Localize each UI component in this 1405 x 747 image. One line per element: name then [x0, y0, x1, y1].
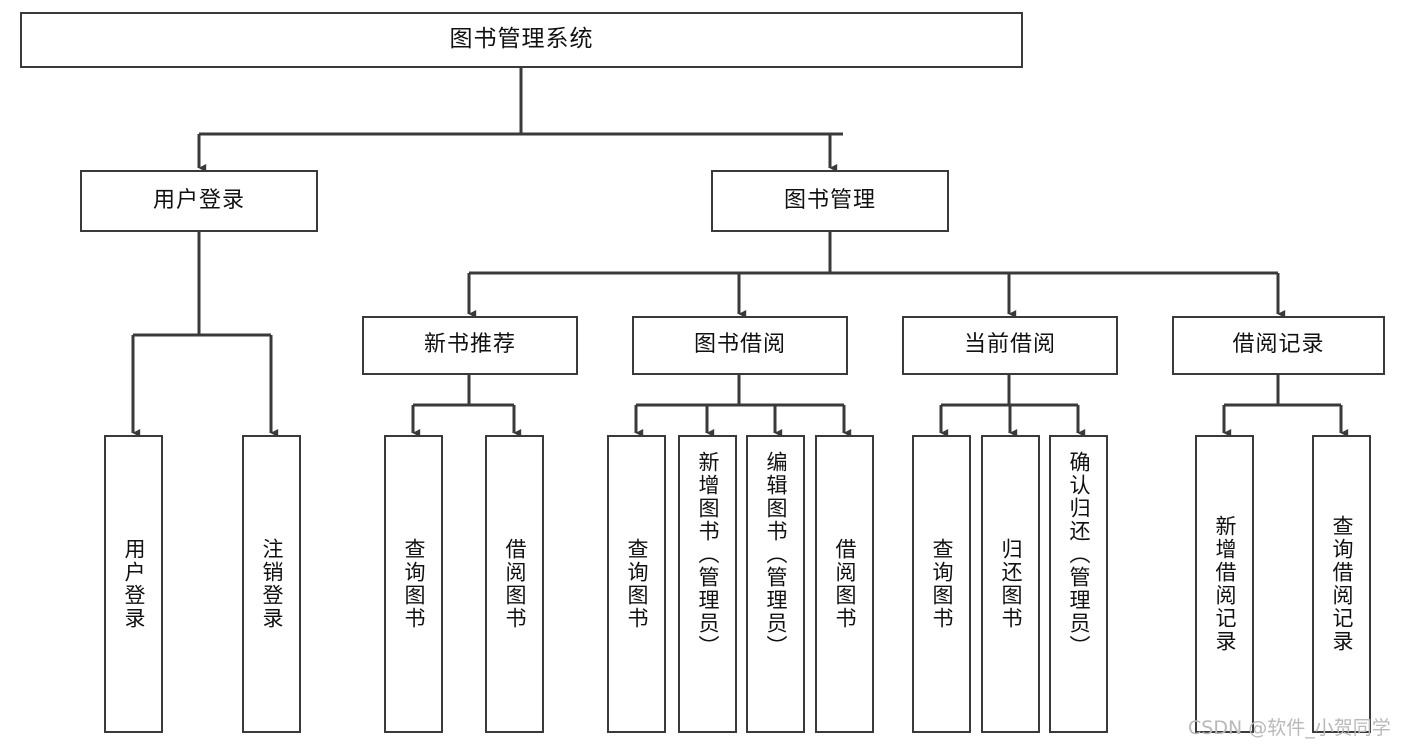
- node-new-book-recommend[interactable]: 新书推荐: [362, 316, 578, 375]
- node-leaf-borrow-book-1[interactable]: 借阅图书: [485, 435, 544, 733]
- node-leaf-user-logout[interactable]: 注销登录: [242, 435, 301, 733]
- node-leaf-query-book-3[interactable]: 查询图书: [912, 435, 971, 733]
- node-label: 查询图书: [930, 538, 954, 630]
- csdn-watermark: CSDN @软件_小贺同学: [1188, 717, 1391, 739]
- node-leaf-return-book[interactable]: 归还图书: [981, 435, 1040, 733]
- node-label: 确认归还（管理员）: [1067, 451, 1091, 658]
- node-label: 图书管理系统: [449, 26, 594, 53]
- node-label: 查询借阅记录: [1330, 515, 1354, 653]
- node-label: 图书借阅: [693, 332, 786, 358]
- node-label: 编辑图书（管理员）: [764, 451, 788, 658]
- node-leaf-add-record[interactable]: 新增借阅记录: [1195, 435, 1254, 733]
- node-leaf-user-login[interactable]: 用户登录: [104, 435, 163, 733]
- node-book-manage[interactable]: 图书管理: [711, 170, 949, 232]
- node-label: 新增图书（管理员）: [696, 451, 720, 658]
- node-label: 归还图书: [999, 538, 1023, 630]
- node-root-system[interactable]: 图书管理系统: [20, 12, 1023, 68]
- node-leaf-borrow-book-2[interactable]: 借阅图书: [815, 435, 874, 733]
- node-user-login[interactable]: 用户登录: [80, 170, 318, 232]
- node-leaf-query-record[interactable]: 查询借阅记录: [1312, 435, 1371, 733]
- node-label: 注销登录: [260, 538, 284, 630]
- node-leaf-query-book-2[interactable]: 查询图书: [607, 435, 666, 733]
- node-label: 图书管理: [783, 187, 876, 213]
- node-leaf-edit-book[interactable]: 编辑图书（管理员）: [746, 435, 805, 733]
- node-current-borrow[interactable]: 当前借阅: [902, 316, 1118, 375]
- node-label: 用户登录: [122, 538, 146, 630]
- node-label: 新增借阅记录: [1213, 515, 1237, 653]
- node-label: 新书推荐: [423, 332, 516, 358]
- node-leaf-confirm-return[interactable]: 确认归还（管理员）: [1049, 435, 1108, 733]
- node-label: 查询图书: [402, 538, 426, 630]
- node-leaf-add-book[interactable]: 新增图书（管理员）: [678, 435, 737, 733]
- node-book-borrow[interactable]: 图书借阅: [632, 316, 848, 375]
- node-label: 借阅图书: [503, 538, 527, 630]
- node-leaf-query-book-1[interactable]: 查询图书: [384, 435, 443, 733]
- node-borrow-record[interactable]: 借阅记录: [1172, 316, 1385, 375]
- node-label: 借阅图书: [833, 538, 857, 630]
- node-label: 用户登录: [152, 187, 245, 213]
- node-label: 当前借阅: [963, 332, 1056, 358]
- node-label: 查询图书: [625, 538, 649, 630]
- node-label: 借阅记录: [1232, 332, 1325, 358]
